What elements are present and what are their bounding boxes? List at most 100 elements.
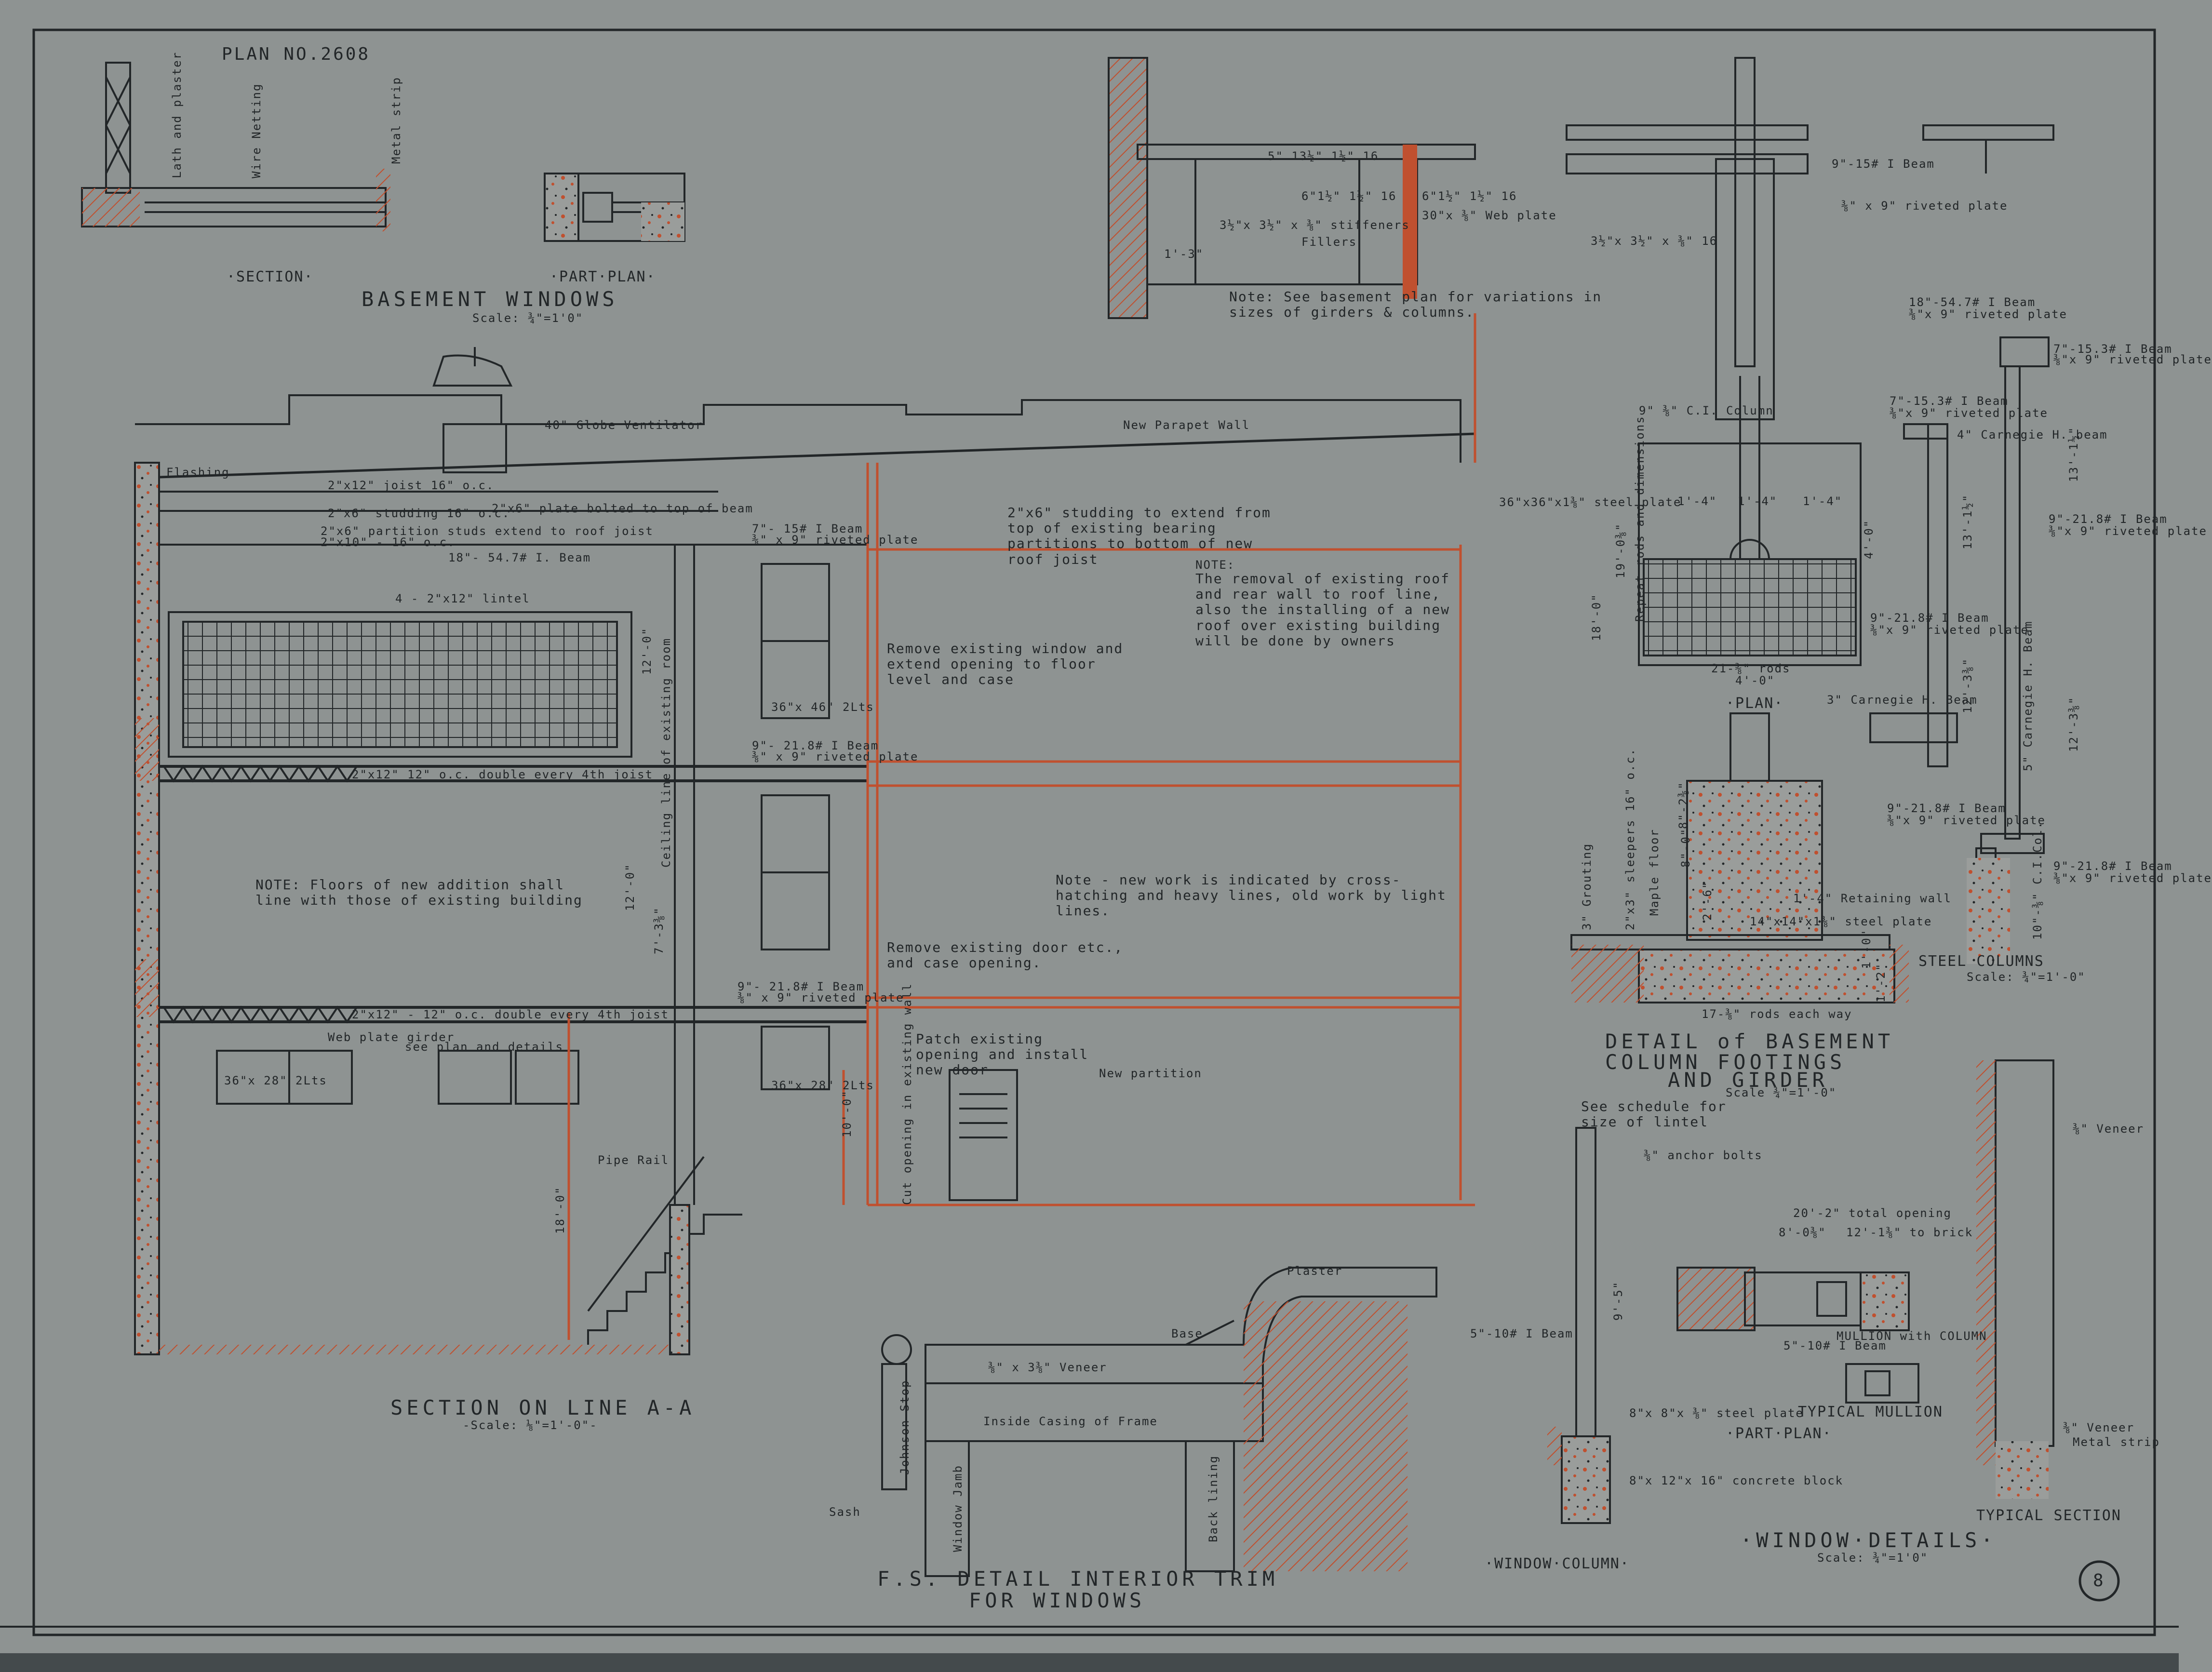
sa-studs-10: 2"x10" - 16" o.c. <box>321 535 456 549</box>
cf-d2: 1'-4" <box>1738 495 1778 508</box>
it-veneer: ⅜" x 3⅜" Veneer <box>988 1361 1107 1374</box>
sa-web-plate-girder: Web plate girder <box>328 1030 455 1044</box>
sa-beam1: 18"- 54.7# I. Beam <box>448 551 591 564</box>
sa-new-partition: New partition <box>1099 1067 1202 1080</box>
sa-riveted3: ⅜" x 9" riveted plate <box>752 750 919 763</box>
sa-flashing: Flashing <box>166 466 230 479</box>
sa-window-tag1: 36"x 46" 2Lts <box>771 700 874 714</box>
cf-d6: 2'-6" <box>1701 881 1714 921</box>
wd-beam: 5"-10# I Beam <box>1470 1327 1573 1340</box>
sa-partition-studs: 2"x6" partition studs extend to roof joi… <box>321 524 654 538</box>
cf-h3: 18'-0" <box>1590 593 1603 641</box>
sa-plate-bolted: 2"x6" plate bolted to top of beam <box>492 502 753 515</box>
cf-repeat-note: Repeat rods and dimensions <box>1633 415 1647 622</box>
sheet-number: 8 <box>2093 1571 2105 1591</box>
gd-d3: 6"1½" 1½" 16 <box>1422 189 1517 203</box>
sa-joist1: 2"x12" joist 16" o.c. <box>328 479 495 492</box>
sa-dim-12-lower: 12'-0" <box>623 863 637 911</box>
wd-see-schedule: See schedule for size of lintel <box>1581 1098 1727 1130</box>
cf-title1: DETAIL of BASEMENT <box>1605 1030 1894 1053</box>
it-title2: FOR WINDOWS <box>969 1589 1146 1612</box>
cf-plan: ·PLAN· <box>1726 695 1784 712</box>
sa-dim-7-3: 7'-3⅜" <box>652 907 666 954</box>
sc-carnegie1: 4" Carnegie H. beam <box>1957 428 2108 441</box>
bw-title: BASEMENT WINDOWS <box>362 287 618 311</box>
wd-title: ·WINDOW·DETAILS· <box>1740 1528 1997 1552</box>
bw-section-label: ·SECTION· <box>227 268 314 285</box>
wd-veneer: ⅜" Veneer <box>2073 1122 2145 1136</box>
sa-scale: -Scale: ⅛"=1'-0"- <box>463 1418 598 1432</box>
sa-remove-door: Remove existing door etc., and case open… <box>887 939 1124 971</box>
wd-anchor: ⅜" anchor bolts <box>1644 1149 1763 1162</box>
cf-steel-plate2: 14"x14"x1⅜" steel plate <box>1750 915 1932 928</box>
sa-title: SECTION ON LINE A-A <box>390 1396 696 1419</box>
sa-patch-opening: Patch existing opening and install new d… <box>916 1031 1089 1078</box>
cf-d8: 1'-2" <box>1874 963 1888 1003</box>
sc-b1: 18"-54.7# I Beam <box>1909 295 2036 309</box>
gd-d4: 3½"x 3½" x ⅜" 16 <box>1591 234 1718 248</box>
sc-h4: 12'-3⅜" <box>2067 696 2080 752</box>
sc-b7: 9"-21.8# I Beam <box>2053 859 2172 873</box>
sa-studding-extend: 2"x6" studding to extend from top of exi… <box>1007 505 1271 567</box>
cf-column: 9" ⅜" C.I. Column <box>1639 404 1774 417</box>
girder-detail-drawing <box>1108 57 2054 420</box>
cf-sleepers: 2"x3" sleepers 16" o.c. <box>1623 748 1637 930</box>
sc-b6: 9"-21.8# I Beam <box>1887 802 2006 815</box>
cf-rods: 21-⅜" rods <box>1711 662 1791 675</box>
gd-ibeam: 9"-15# I Beam <box>1832 157 1935 171</box>
cf-d7: 1'-0" <box>1860 929 1873 969</box>
basement-window-part-plan-drawing <box>544 173 685 242</box>
column-footing-drawing <box>1570 376 1909 1003</box>
bw-wire-netting: Wire Netting <box>250 83 263 178</box>
sc-b4: 9"-21.8# I Beam <box>2049 512 2168 526</box>
it-inside-casing: Inside Casing of Frame <box>983 1415 1158 1428</box>
cf-d4: 8"-2⅜" <box>1676 781 1690 829</box>
wd-scale: Scale: ¾"=1'0" <box>1817 1551 1929 1565</box>
wd-veneer2: ⅜" Veneer <box>2063 1421 2135 1434</box>
wd-mullion-col: MULLION with COLUMN <box>1837 1329 1987 1343</box>
gd-fillers: Fillers <box>1301 235 1357 249</box>
gd-d1: 5" 13½" 1½" 16 <box>1268 149 1379 163</box>
gd-web-plate: 30"x ⅜" Web plate <box>1422 209 1557 222</box>
sa-joist2: 2"x12" 12" o.c. double every 4th joist <box>352 768 654 781</box>
sa-dim-12-upper: 12'-0" <box>640 627 654 675</box>
cf-d1: 1'-4" <box>1677 495 1717 508</box>
wd-part-plan: ·PART·PLAN· <box>1726 1425 1832 1442</box>
sa-riveted1: ⅜" x 9" riveted plate <box>752 533 919 547</box>
sa-dim-10: 10'-0" <box>840 1090 854 1137</box>
sc-title: STEEL COLUMNS <box>1918 953 2044 970</box>
cf-width: 4'-0" <box>1735 674 1775 687</box>
sa-beam2: 7"- 15# I Beam <box>752 522 863 535</box>
sa-ventilator: 40" Globe Ventilator <box>545 418 703 432</box>
bw-metal-strip: Metal strip <box>389 77 403 164</box>
gd-dim: 1'-3" <box>1164 247 1204 261</box>
wd-d1: 8'-0⅜" <box>1779 1226 1826 1239</box>
sa-window-tag3: 36"x 28" 2Lts <box>771 1079 874 1092</box>
sc-b5: 9"-21.8# I Beam <box>1870 611 1989 625</box>
sa-parapet: New Parapet Wall <box>1123 418 1250 432</box>
it-johnson-stop: Johnson Stop <box>898 1379 912 1475</box>
sc-h3: 12'-3⅜" <box>1961 657 1974 713</box>
cf-grouting: 3" Grouting <box>1580 843 1594 930</box>
wd-d2: 12'-1⅜" to brick <box>1846 1226 1973 1239</box>
steel-columns-drawing <box>1869 336 2050 964</box>
sc-b2: 7"-15.3# I Beam <box>2053 342 2172 356</box>
sa-note-floors: NOTE: Floors of new addition shall line … <box>255 877 583 909</box>
cf-scale: Scale ¾"=1'-0" <box>1726 1086 1837 1099</box>
cf-steel-plate: 36"x36"x1⅜" steel plate <box>1499 495 1682 509</box>
sa-window-tag2: 36"x 28" 2Lts <box>224 1074 327 1087</box>
plan-number: PLAN NO.2608 <box>222 44 371 64</box>
sa-beam3: 9"- 21.8# I Beam <box>752 739 879 752</box>
wd-steel-plate: 8"x 8"x ⅜" steel plate <box>1629 1406 1804 1420</box>
sa-note-title: NOTE: <box>1195 558 1235 572</box>
new-work-lines <box>567 313 1476 1340</box>
gd-riveted-plate: ⅜" x 9" riveted plate <box>1841 199 2008 213</box>
sc-p5: ⅜"x 9" riveted plate <box>1870 623 2029 637</box>
sa-ceiling-line: Ceiling line of existing room <box>659 637 673 868</box>
gd-stiffeners: 3½"x 3½" x ⅜" stiffeners <box>1220 218 1410 232</box>
it-title1: F.S. DETAIL INTERIOR TRIM <box>877 1567 1279 1591</box>
it-sash: Sash <box>829 1505 861 1519</box>
gd-d2: 6"1½" 1½" 16 <box>1301 189 1397 203</box>
sc-carnegie2: 3" Carnegie H. Beam <box>1827 693 1978 707</box>
cf-d5: 8"-0" <box>1679 828 1692 868</box>
